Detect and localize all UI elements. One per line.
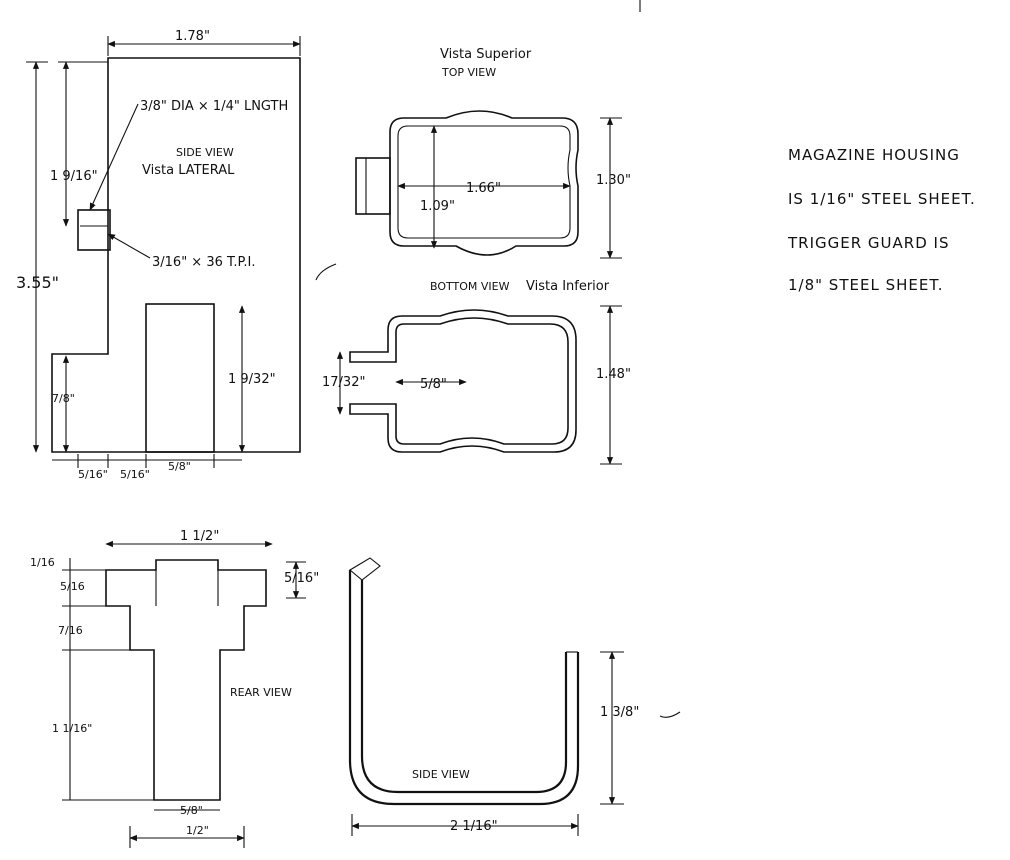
top-view-length-dim: 1.66": [466, 181, 501, 196]
stray-dash: [659, 711, 681, 718]
bottom-view-title-es: Vista Inferior: [526, 279, 610, 294]
stray-checkmark: [315, 263, 337, 281]
side-view-window: [145, 303, 215, 453]
guard-inner: [360, 580, 568, 794]
guard-view-title: SIDE VIEW: [412, 768, 470, 781]
note-line-3: TRIGGER GUARD IS: [787, 234, 949, 252]
side-view-outline: [51, 57, 301, 453]
guard-outer: [348, 570, 580, 806]
bottom-view-outer: [349, 309, 577, 453]
rear-view-title: REAR VIEW: [230, 686, 292, 699]
rear-view-left-dim-2: 5/16: [60, 580, 85, 593]
rear-view-bottom-dim-1: 5/8": [180, 804, 203, 817]
side-view-drawing: 1.78" 3.55" 1 9/16" 7/8" 1 9/32" 5/16" 5…: [16, 29, 301, 481]
rear-view-left-dim-4: 1 1/16": [52, 722, 92, 735]
top-view-inner: [397, 125, 571, 239]
rear-view-width-dim: 1 1/2": [180, 529, 219, 544]
top-view-title: TOP VIEW: [441, 66, 496, 79]
top-view-drawing: 1.66" 1.09" 1.30" Vista Superior TOP VIE…: [355, 47, 631, 259]
bottom-view-drawing: 17/32" 5/8" 1.48" BOTTOM VIEW Vista Infe…: [322, 279, 631, 465]
rear-view-tab-height: 5/16": [284, 571, 319, 586]
side-view-bottom-dim-1: 5/16": [78, 468, 108, 481]
top-view-pin-boss: [355, 157, 391, 215]
bottom-view-slot-width: 5/8": [420, 377, 447, 392]
rear-view-drawing: 1 1/2" 5/16" 1/16 5/16 7/16 1 1/16" 5/8"…: [30, 529, 319, 848]
side-view-height-total: 3.55": [16, 273, 59, 292]
side-view-title: SIDE VIEW: [176, 146, 234, 159]
side-view-pin-boss: [77, 209, 111, 251]
guard-length-dim: 2 1/16": [450, 819, 498, 834]
top-view-height-dim: 1.30": [596, 173, 631, 188]
side-view-width-dim: 1.78": [175, 29, 210, 44]
material-notes: MAGAZINE HOUSING IS 1/16" STEEL SHEET. T…: [787, 146, 976, 294]
guard-height-dim: 1 3/8": [600, 705, 639, 720]
side-view-lower-left-height: 7/8": [52, 392, 75, 405]
top-view-title-es: Vista Superior: [440, 47, 532, 62]
bottom-view-title: BOTTOM VIEW: [430, 280, 510, 293]
guard-view-drawing: 1 3/8" 2 1/16" SIDE VIEW: [348, 557, 639, 836]
bottom-view-slot-height: 17/32": [322, 375, 365, 390]
top-view-outer: [389, 110, 579, 256]
side-view-pin-callout: 3/8" DIA × 1/4" LNGTH: [140, 99, 288, 114]
rear-view-outline: [105, 559, 267, 801]
note-line-4: 1/8" STEEL SHEET.: [788, 276, 943, 294]
rear-view-bottom-dim-2: 1/2": [186, 824, 209, 837]
note-line-1: MAGAZINE HOUSING: [788, 146, 960, 164]
rear-view-left-dim-3: 7/16: [58, 624, 83, 637]
top-view-width-dim: 1.09": [420, 199, 455, 214]
bottom-view-height-dim: 1.48": [596, 367, 631, 382]
side-view-window-height: 1 9/32": [228, 372, 276, 387]
side-view-bottom-dim-3: 5/8": [168, 460, 191, 473]
side-view-bottom-dim-2: 5/16": [120, 468, 150, 481]
side-view-thread-callout: 3/16" × 36 T.P.I.: [152, 255, 255, 270]
side-view-upper-height: 1 9/16": [50, 169, 98, 184]
side-view-title-es: Vista LATERAL: [142, 163, 235, 178]
note-line-2: IS 1/16" STEEL SHEET.: [788, 190, 976, 208]
rear-view-left-dim-1: 1/16: [30, 556, 55, 569]
